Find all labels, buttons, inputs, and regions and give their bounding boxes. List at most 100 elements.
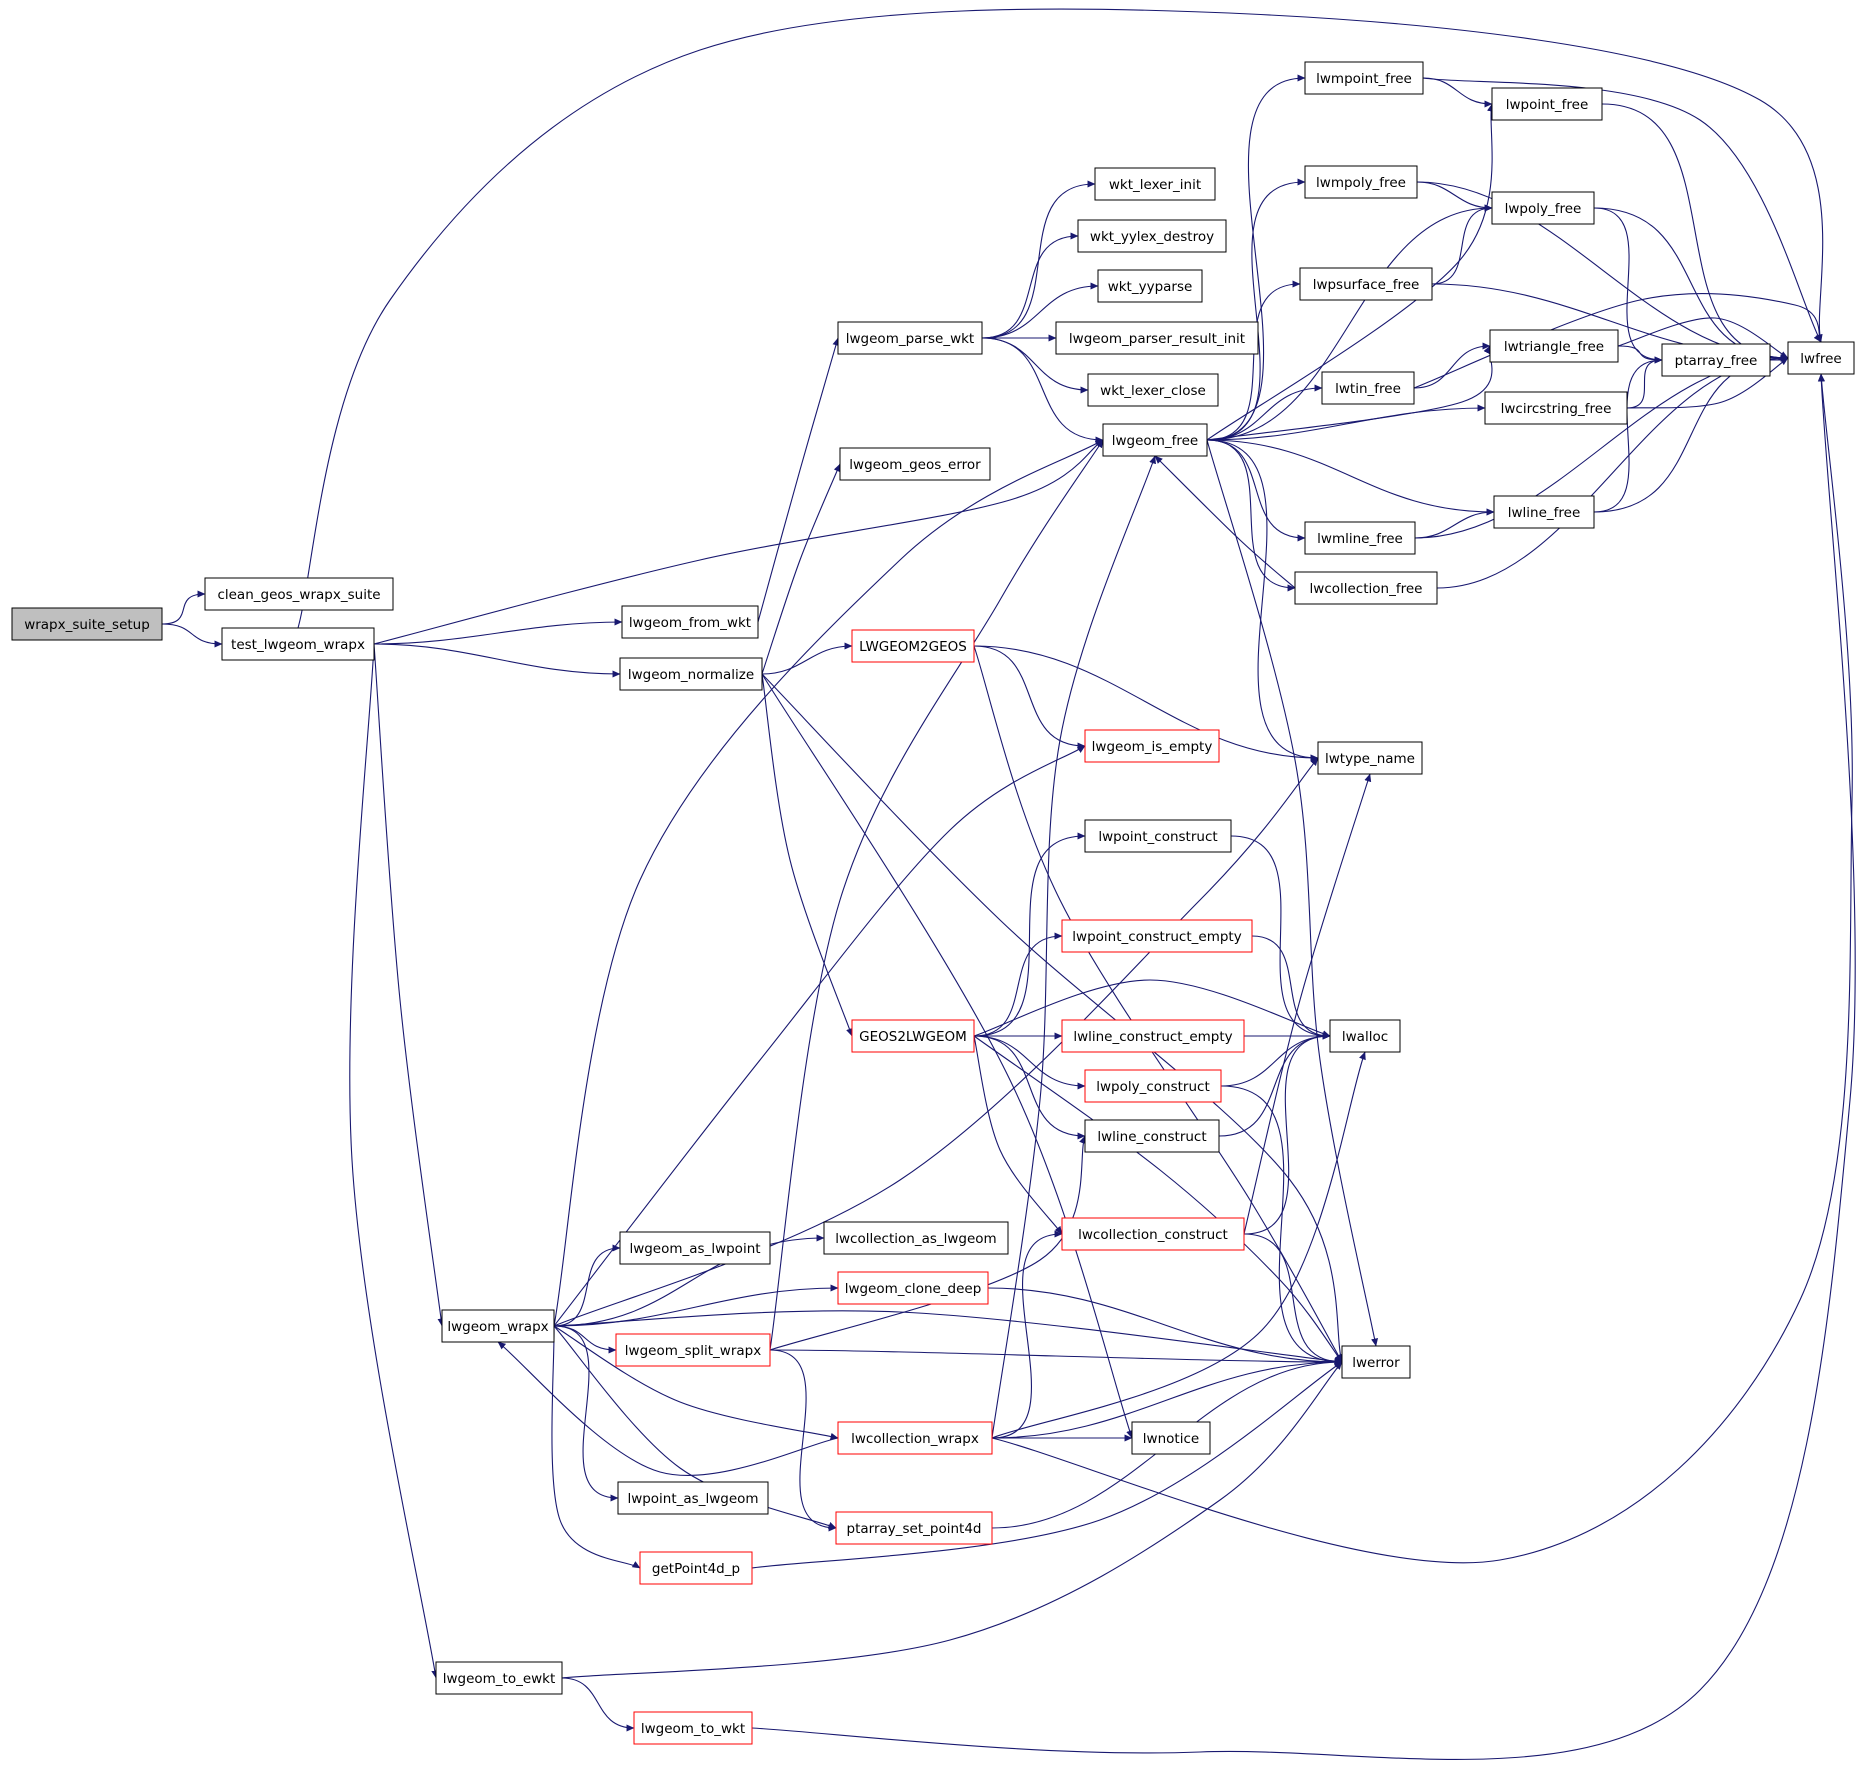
node-lwgeom_parse_wkt[interactable]: lwgeom_parse_wkt xyxy=(837,321,983,355)
call-edge-lwgeom_free--lwtype_name xyxy=(1206,439,1319,762)
node-ptarray_free[interactable]: ptarray_free xyxy=(1661,343,1771,377)
function-label: wrapx_suite_setup xyxy=(24,617,150,633)
function-label: lwline_construct_empty xyxy=(1073,1029,1232,1045)
function-box xyxy=(1493,495,1595,529)
node-lwgeom_to_ewkt[interactable]: lwgeom_to_ewkt xyxy=(435,1661,563,1695)
node-lwgeom_split_wrapx[interactable]: lwgeom_split_wrapx xyxy=(615,1333,771,1367)
function-label: lwcircstring_free xyxy=(1501,401,1612,417)
node-lwline_construct_empty[interactable]: lwline_construct_empty xyxy=(1061,1019,1245,1053)
truncated-function-box xyxy=(633,1711,753,1745)
truncated-function-box xyxy=(1061,919,1253,953)
function-box xyxy=(1131,1421,1211,1455)
node-lwtin_free[interactable]: lwtin_free xyxy=(1321,371,1415,405)
node-lwcollection_wrapx[interactable]: lwcollection_wrapx xyxy=(837,1421,993,1455)
node-lwnotice[interactable]: lwnotice xyxy=(1131,1421,1211,1455)
function-box xyxy=(1094,167,1216,201)
function-label: lwpoint_free xyxy=(1506,97,1589,113)
function-label: lwgeom_from_wkt xyxy=(629,615,751,631)
node-clean_geos_wrapx_suite[interactable]: clean_geos_wrapx_suite xyxy=(204,577,394,611)
node-lwpoly_construct[interactable]: lwpoly_construct xyxy=(1084,1069,1222,1103)
call-edge-lwgeom_normalize--lwgeom_geos_error xyxy=(761,463,841,675)
call-edge-LWGEOM2GEOS--lwgeom_is_empty xyxy=(973,645,1086,750)
function-label: lwgeom_is_empty xyxy=(1092,739,1213,755)
call-edge-lwgeom_wrapx--ptarray_set_point4d xyxy=(553,1325,837,1529)
node-lwcollection_construct[interactable]: lwcollection_construct xyxy=(1061,1217,1245,1251)
node-wkt_yylex_destroy[interactable]: wkt_yylex_destroy xyxy=(1077,219,1227,253)
node-lwpoint_construct_empty[interactable]: lwpoint_construct_empty xyxy=(1061,919,1253,953)
call-edge-lwgeom_parse_wkt--wkt_yyparse xyxy=(981,282,1099,339)
node-lwgeom_is_empty[interactable]: lwgeom_is_empty xyxy=(1084,729,1220,763)
call-edge-lwtriangle_free--ptarray_free xyxy=(1617,345,1663,364)
node-ptarray_set_point4d[interactable]: ptarray_set_point4d xyxy=(835,1511,993,1545)
call-edge-getPoint4d_p--lwerror xyxy=(751,1361,1343,1569)
function-label: lwgeom_wrapx xyxy=(447,1319,548,1335)
call-edge-lwgeom_free--lwpoly_free xyxy=(1206,204,1493,441)
node-lwgeom_as_lwpoint[interactable]: lwgeom_as_lwpoint xyxy=(619,1231,771,1265)
call-edge-lwpoint_construct_empty--lwalloc xyxy=(1251,935,1331,1040)
node-lwpoint_free[interactable]: lwpoint_free xyxy=(1491,87,1603,121)
node-lwcircstring_free[interactable]: lwcircstring_free xyxy=(1484,391,1628,425)
node-LWGEOM2GEOS[interactable]: LWGEOM2GEOS xyxy=(851,629,975,663)
node-lwerror[interactable]: lwerror xyxy=(1341,1345,1411,1379)
node-lwgeom_to_wkt[interactable]: lwgeom_to_wkt xyxy=(633,1711,753,1745)
node-lwpoint_as_lwgeom[interactable]: lwpoint_as_lwgeom xyxy=(617,1481,769,1515)
node-lwalloc[interactable]: lwalloc xyxy=(1329,1019,1401,1053)
call-edge-lwcollection_wrapx--lwgeom_wrapx xyxy=(497,1341,839,1477)
node-lwtriangle_free[interactable]: lwtriangle_free xyxy=(1489,329,1619,363)
function-label: lwgeom_parse_wkt xyxy=(846,331,974,347)
function-box xyxy=(221,627,375,661)
truncated-function-box xyxy=(835,1511,993,1545)
node-lwline_free[interactable]: lwline_free xyxy=(1493,495,1595,529)
node-wkt_yyparse[interactable]: wkt_yyparse xyxy=(1097,269,1203,303)
function-label: wkt_yyparse xyxy=(1108,279,1193,295)
node-lwgeom_free[interactable]: lwgeom_free xyxy=(1102,423,1208,457)
function-box xyxy=(1087,373,1219,407)
node-lwgeom_from_wkt[interactable]: lwgeom_from_wkt xyxy=(621,605,759,639)
function-label: lwcollection_wrapx xyxy=(851,1431,979,1447)
node-lwfree[interactable]: lwfree xyxy=(1787,341,1855,375)
node-lwgeom_wrapx[interactable]: lwgeom_wrapx xyxy=(441,1309,555,1343)
node-lwcollection_free[interactable]: lwcollection_free xyxy=(1294,571,1438,605)
node-lwpsurface_free[interactable]: lwpsurface_free xyxy=(1299,267,1433,301)
function-label: lwmline_free xyxy=(1317,531,1403,547)
node-lwcollection_as_lwgeom[interactable]: lwcollection_as_lwgeom xyxy=(823,1221,1009,1255)
node-lwmline_free[interactable]: lwmline_free xyxy=(1304,521,1416,555)
function-label: lwline_construct xyxy=(1097,1129,1206,1145)
function-box xyxy=(621,605,759,639)
node-test_lwgeom_wrapx[interactable]: test_lwgeom_wrapx xyxy=(221,627,375,661)
node-lwgeom_clone_deep[interactable]: lwgeom_clone_deep xyxy=(837,1271,989,1305)
node-lwpoint_construct[interactable]: lwpoint_construct xyxy=(1084,819,1232,853)
node-wkt_lexer_close[interactable]: wkt_lexer_close xyxy=(1087,373,1219,407)
node-GEOS2LWGEOM[interactable]: GEOS2LWGEOM xyxy=(851,1019,975,1053)
function-label: ptarray_set_point4d xyxy=(847,1521,982,1537)
node-getPoint4d_p[interactable]: getPoint4d_p xyxy=(639,1551,753,1585)
node-lwmpoly_free[interactable]: lwmpoly_free xyxy=(1304,165,1418,199)
function-box xyxy=(1077,219,1227,253)
call-edge-lwgeom_wrapx--lwgeom_is_empty xyxy=(553,745,1086,1327)
call-edge-lwgeom_to_ewkt--lwerror xyxy=(561,1361,1343,1679)
function-label: lwgeom_parser_result_init xyxy=(1069,331,1245,347)
function-label: lwcollection_free xyxy=(1310,581,1423,597)
call-edge-lwpoint_construct--lwalloc xyxy=(1230,835,1331,1040)
call-edge-test_lwgeom_wrapx--lwfree xyxy=(297,8,1824,629)
function-label: lwgeom_clone_deep xyxy=(845,1281,982,1297)
node-lwpoly_free[interactable]: lwpoly_free xyxy=(1491,191,1595,225)
call-edge-test_lwgeom_wrapx--lwgeom_free xyxy=(373,439,1104,645)
function-box xyxy=(1299,267,1433,301)
node-lwgeom_parser_result_init[interactable]: lwgeom_parser_result_init xyxy=(1055,321,1259,355)
node-lwtype_name[interactable]: lwtype_name xyxy=(1317,741,1423,775)
node-wkt_lexer_init[interactable]: wkt_lexer_init xyxy=(1094,167,1216,201)
node-lwmpoint_free[interactable]: lwmpoint_free xyxy=(1304,61,1424,95)
function-box xyxy=(837,321,983,355)
call-edge-test_lwgeom_wrapx--lwgeom_to_ewkt xyxy=(349,643,439,1679)
function-label: test_lwgeom_wrapx xyxy=(231,637,365,653)
truncated-function-box xyxy=(1061,1217,1245,1251)
function-label: lwalloc xyxy=(1342,1029,1388,1045)
node-lwgeom_normalize[interactable]: lwgeom_normalize xyxy=(619,657,763,691)
function-box xyxy=(1294,571,1438,605)
call-edge-lwgeom_split_wrapx--lwgeom_free xyxy=(769,439,1104,1351)
node-lwline_construct[interactable]: lwline_construct xyxy=(1084,1119,1220,1153)
node-lwgeom_geos_error[interactable]: lwgeom_geos_error xyxy=(839,447,991,481)
call-edge-lwgeom_split_wrapx--lwline_construct xyxy=(769,1135,1086,1351)
call-edge-lwcollection_wrapx--lwfree xyxy=(991,373,1853,1564)
